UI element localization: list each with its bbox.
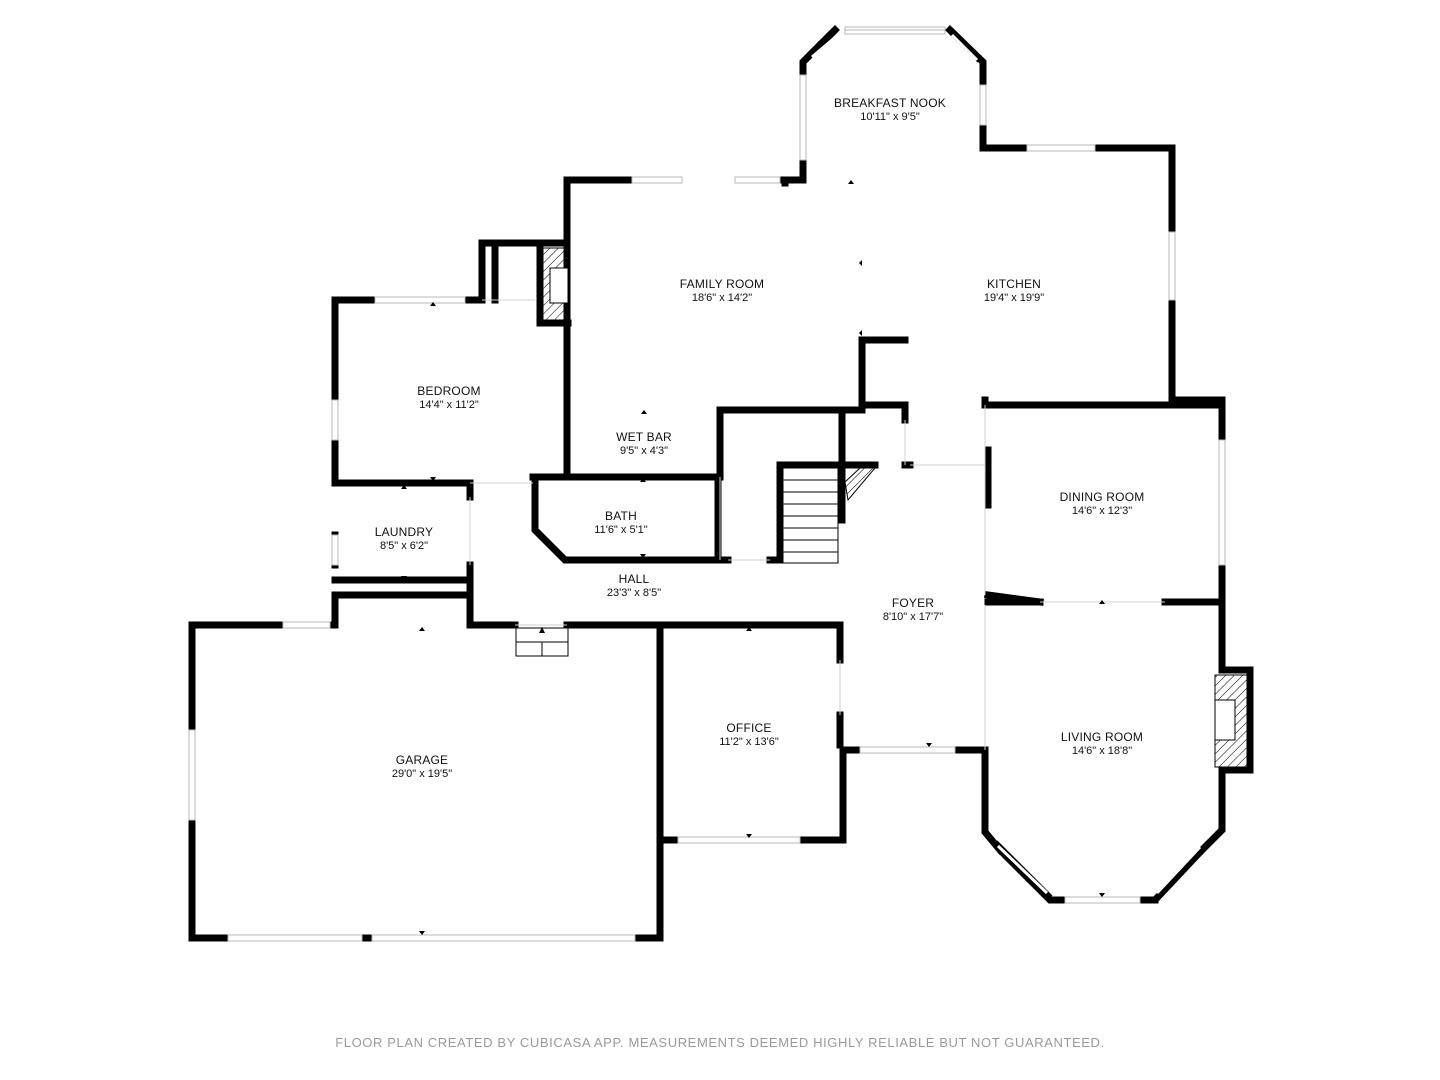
- room-labels: BREAKFAST NOOK 10'11" x 9'5" FAMILY ROOM…: [375, 96, 1145, 780]
- room-office-name: OFFICE: [726, 721, 771, 735]
- room-bedroom-name: BEDROOM: [417, 384, 480, 398]
- room-living-room-name: LIVING ROOM: [1061, 730, 1143, 744]
- room-dining-room-name: DINING ROOM: [1060, 490, 1145, 504]
- fireplace-family: [539, 247, 569, 324]
- disclaimer-footer: FLOOR PLAN CREATED BY CUBICASA APP. MEAS…: [335, 1035, 1105, 1050]
- room-breakfast-nook-size: 10'11" x 9'5": [860, 111, 920, 123]
- room-garage-name: GARAGE: [396, 753, 449, 767]
- room-family-room-name: FAMILY ROOM: [680, 277, 764, 291]
- windows: [188, 26, 1226, 942]
- room-hall-size: 23'3" x 8'5": [607, 587, 661, 599]
- room-laundry-size: 8'5" x 6'2": [380, 540, 428, 552]
- room-kitchen-size: 19'4" x 19'9": [984, 292, 1044, 304]
- room-hall-name: HALL: [619, 572, 650, 586]
- room-wet-bar-size: 9'5" x 4'3": [620, 445, 668, 457]
- room-kitchen-name: KITCHEN: [987, 277, 1041, 291]
- walls: [188, 25, 1254, 942]
- dimension-marks: [401, 180, 1105, 935]
- staircase: [515, 467, 877, 657]
- room-bath-name: BATH: [605, 509, 637, 523]
- room-foyer-name: FOYER: [892, 596, 934, 610]
- fireplace-living: [1214, 674, 1248, 768]
- room-garage-size: 29'0" x 19'5": [392, 768, 452, 780]
- room-family-room-size: 18'6" x 14'2": [692, 292, 752, 304]
- room-bedroom-size: 14'4" x 11'2": [419, 399, 479, 411]
- room-breakfast-nook-name: BREAKFAST NOOK: [834, 96, 946, 110]
- room-office-size: 11'2" x 13'6": [719, 736, 779, 748]
- room-dining-room-size: 14'6" x 12'3": [1072, 505, 1132, 517]
- room-wet-bar-name: WET BAR: [616, 430, 672, 444]
- room-laundry-name: LAUNDRY: [375, 525, 434, 539]
- room-bath-size: 11'6" x 5'1": [594, 524, 647, 536]
- room-living-room-size: 14'6" x 18'8": [1072, 745, 1132, 757]
- room-foyer-size: 8'10" x 17'7": [883, 611, 943, 623]
